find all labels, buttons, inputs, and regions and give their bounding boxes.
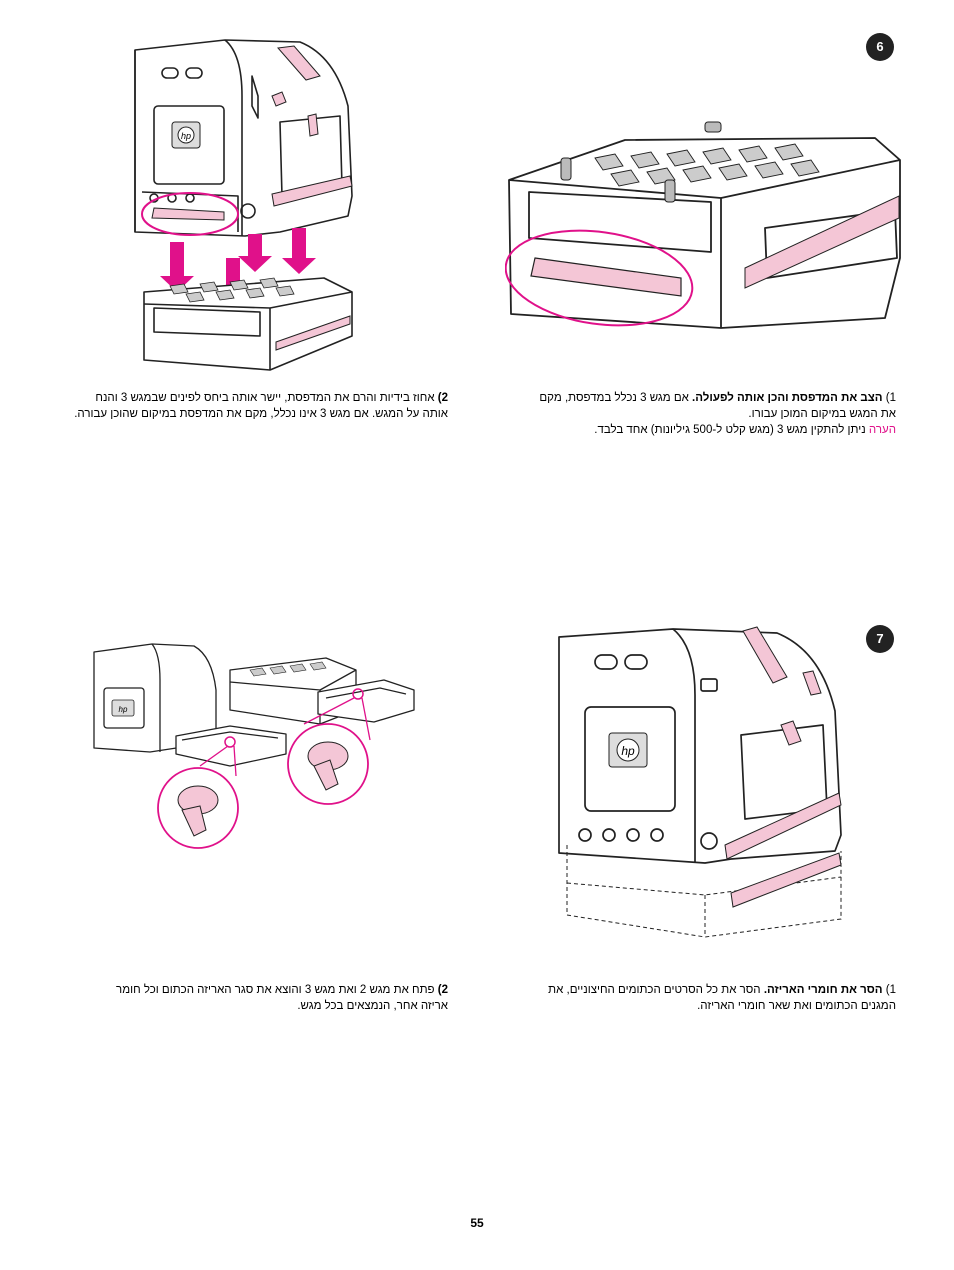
substep-body-line-2: אותה על המגש. אם מגש 3 אינו נכלל, מקם את…	[74, 408, 448, 420]
page-number: 55	[470, 1216, 484, 1230]
note-label: הערה	[868, 424, 896, 436]
printer-packing-tape-illustration: hp	[558, 626, 842, 938]
substep-body-line-2: את המגש במיקום המוכן עבורו.	[748, 408, 896, 420]
open-trays-shipping-locks-illustration: hp	[93, 643, 415, 849]
substep-body: אחוז בידיות והרם את המדפסת, יישר אותה בי…	[95, 392, 435, 404]
hp-logo: hp	[608, 732, 648, 768]
substep-body-line-2: אריזה אחר, הנמצאים בכל מגש.	[297, 1000, 448, 1012]
tray-3-illustration	[505, 121, 901, 329]
substep-heading: הצב את המדפסת והכן אותה לפעולה.	[692, 392, 883, 404]
step-6-substep-2: 2) אחוז בידיות והרם את המדפסת, יישר אותה…	[40, 390, 448, 422]
substep-marker: 1)	[885, 392, 896, 404]
substep-body: אם מגש 3 נכלל במדפסת, מקם	[539, 392, 689, 404]
substep-body-line-2: המגנים הכתומים ואת שאר חומרי האריזה.	[697, 1000, 896, 1012]
svg-text:hp: hp	[119, 705, 128, 714]
hp-logo: hp	[171, 121, 201, 149]
svg-text:hp: hp	[621, 744, 635, 758]
svg-text:hp: hp	[181, 131, 191, 141]
note-text: ניתן להתקין מגש 3 (מגש קלט ל-500 גיליונו…	[594, 424, 866, 436]
step-number-badge: 7	[866, 625, 894, 653]
substep-marker: 2)	[437, 984, 448, 996]
substep-marker: 1)	[885, 984, 896, 996]
substep-body: פתח את מגש 2 ואת מגש 3 והוצא את סגר הארי…	[116, 984, 435, 996]
substep-marker: 2)	[437, 392, 448, 404]
step-7-substep-1: 1) הסר את חומרי האריזה. הסר את כל הסרטים…	[480, 982, 896, 1014]
substep-body: הסר את כל הסרטים הכתומים החיצוניים, את	[548, 984, 761, 996]
step-number-badge: 6	[866, 33, 894, 61]
step-6-substep-1: 1) הצב את המדפסת והכן אותה לפעולה. אם מג…	[480, 390, 896, 438]
substep-heading: הסר את חומרי האריזה.	[763, 984, 883, 996]
step-7-substep-2: 2) פתח את מגש 2 ואת מגש 3 והוצא את סגר ה…	[40, 982, 448, 1014]
printer-onto-tray-illustration: hp	[134, 39, 353, 371]
